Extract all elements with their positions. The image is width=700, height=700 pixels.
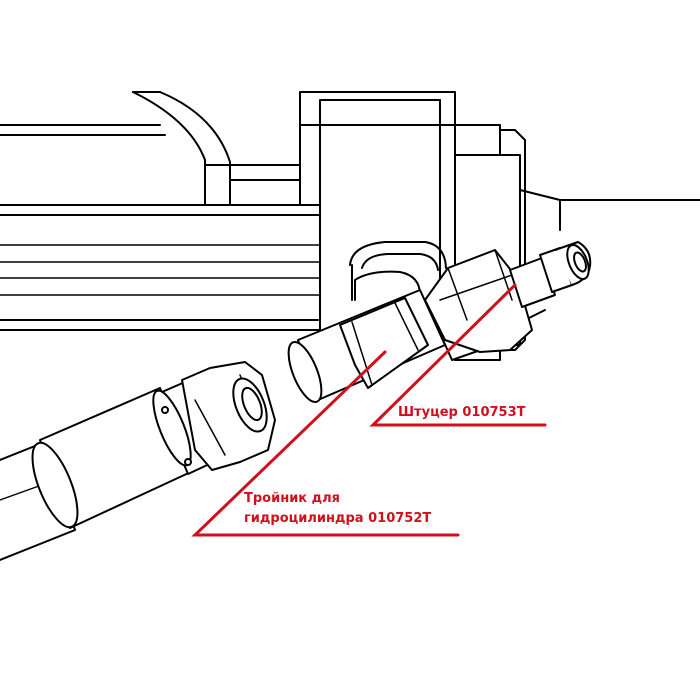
fitting-nipple (509, 241, 592, 308)
callout-tee-line2: гидроцилиндра 010752T (244, 511, 432, 526)
leader-tee (191, 350, 460, 537)
callout-fitting-text: Штуцер 010753T (398, 405, 526, 420)
callout-leaders (191, 283, 547, 537)
callout-tee-label: Тройник для гидроцилиндра 010752T (244, 489, 431, 529)
leader-fitting (369, 283, 547, 427)
callout-tee-line1: Тройник для (244, 491, 341, 506)
right-hex-nut (424, 249, 533, 353)
callout-fitting-label: Штуцер 010753T (398, 403, 526, 423)
hose-assembly (0, 361, 276, 561)
cylinder-housing (0, 91, 700, 361)
